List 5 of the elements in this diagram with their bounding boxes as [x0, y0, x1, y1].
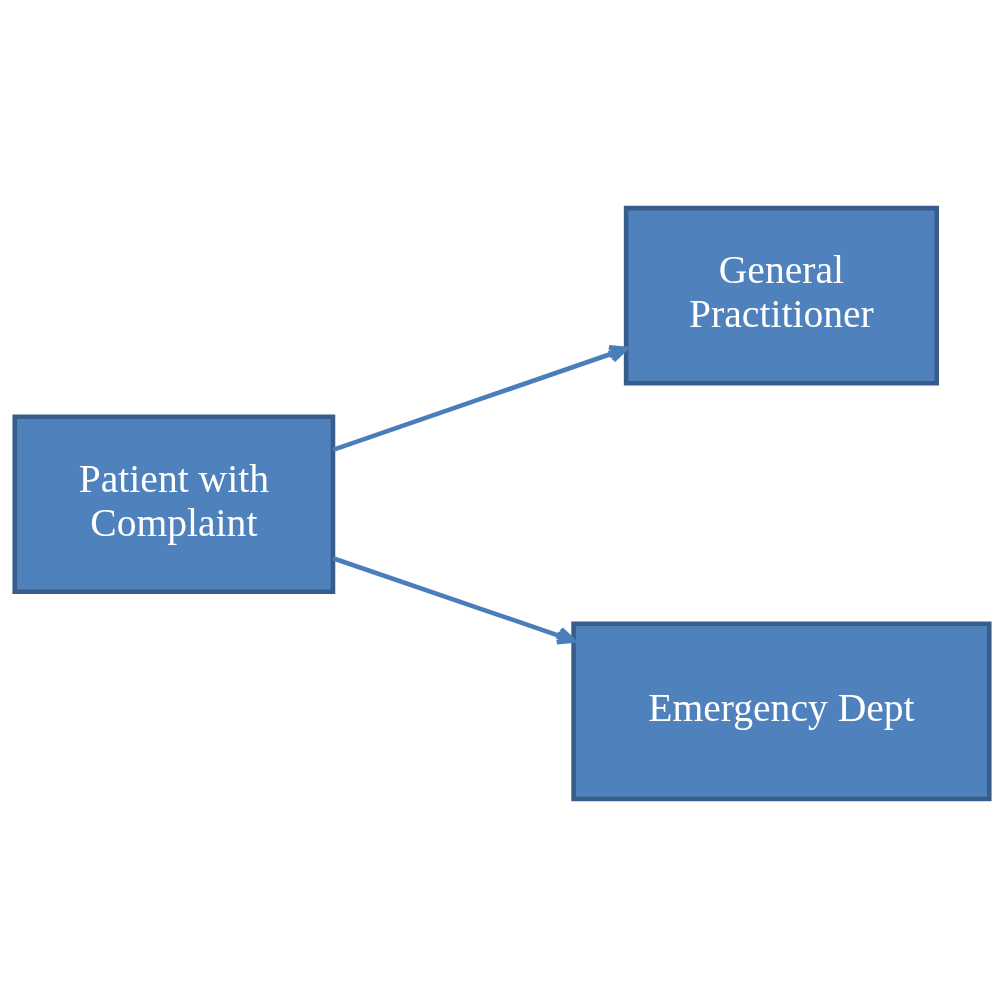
arrow	[332, 556, 576, 645]
node-box: Emergency Dept	[571, 621, 992, 802]
arrow	[332, 345, 628, 452]
node-box: General Practitioner	[623, 205, 940, 386]
node-box: Patient with Complaint	[12, 414, 336, 595]
